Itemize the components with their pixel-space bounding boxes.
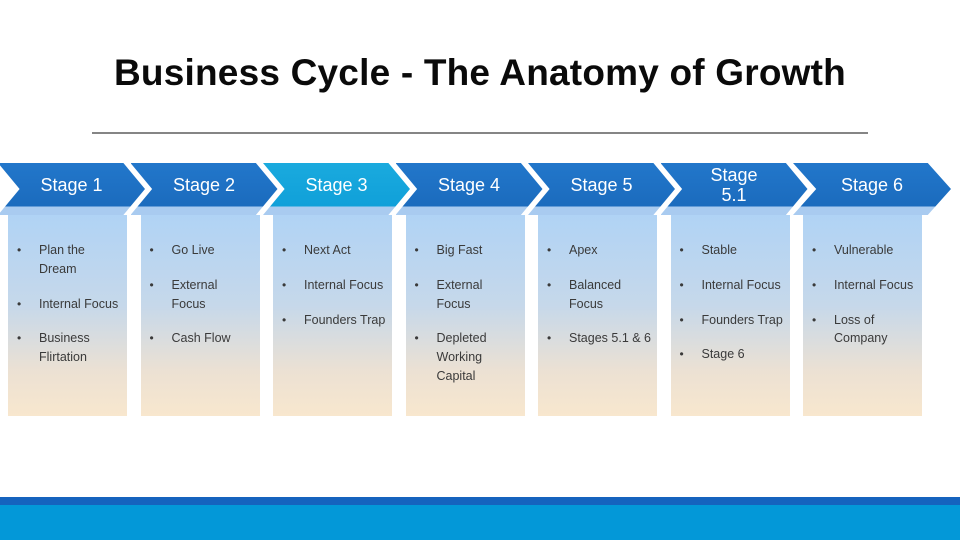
bullet-item: Stages 5.1 & 6 bbox=[547, 329, 652, 348]
stage-column-1: Plan the Dream Internal Focus Business F… bbox=[8, 215, 127, 416]
stage-arrow-3: Stage 3 bbox=[263, 163, 410, 215]
bullet-item: Stable bbox=[680, 241, 785, 260]
slide-title: Business Cycle - The Anatomy of Growth bbox=[114, 52, 846, 93]
bullet-item: Big Fast bbox=[415, 241, 520, 260]
stage-arrow-label: Stage 5.1 bbox=[710, 165, 758, 205]
stage-arrow-2: Stage 2 bbox=[130, 163, 278, 215]
footer-bar bbox=[0, 505, 960, 540]
stage-arrow-5: Stage 5 bbox=[528, 163, 675, 215]
stage-column-5-1: Stable Internal Focus Founders Trap Stag… bbox=[670, 215, 790, 416]
bullet-item: Founders Trap bbox=[282, 311, 387, 330]
stage-arrow-label: Stage 5 bbox=[570, 174, 633, 195]
bullet-item: Balanced Focus bbox=[547, 276, 652, 314]
bullet-item: Depleted Working Capital bbox=[415, 329, 520, 385]
bullet-item: Internal Focus bbox=[680, 276, 785, 295]
stage-arrow-6: Stage 6 bbox=[793, 163, 951, 215]
bullet-item: Vulnerable bbox=[812, 241, 917, 260]
bullet-item: Stage 6 bbox=[680, 345, 785, 364]
bullet-item: Cash Flow bbox=[150, 329, 255, 348]
stage-arrow-4: Stage 4 bbox=[395, 163, 543, 215]
bullet-item: Go Live bbox=[150, 241, 255, 260]
bullet-item: Founders Trap bbox=[680, 311, 785, 330]
bullet-list: Vulnerable Internal Focus Loss of Compan… bbox=[803, 215, 922, 348]
stage-arrow-label: Stage 4 bbox=[437, 174, 501, 195]
bullet-list: Big Fast External Focus Depleted Working… bbox=[406, 215, 525, 386]
title-divider bbox=[92, 132, 868, 134]
bullet-item: Loss of Company bbox=[812, 311, 917, 349]
stage-column-3: Next Act Internal Focus Founders Trap bbox=[273, 215, 392, 416]
bullet-item: Internal Focus bbox=[282, 276, 387, 295]
stage-arrow-label: Stage 3 bbox=[305, 174, 368, 195]
bullet-list: Stable Internal Focus Founders Trap Stag… bbox=[671, 215, 790, 364]
stage-arrow-label: Stage 1 bbox=[40, 174, 103, 195]
footer-accent-bar bbox=[0, 497, 960, 505]
stage-arrow-5-1: Stage 5.1 bbox=[660, 163, 808, 215]
bullet-item: Internal Focus bbox=[17, 295, 122, 314]
bullet-list: Go Live External Focus Cash Flow bbox=[141, 215, 260, 348]
bullet-item: Apex bbox=[547, 241, 652, 260]
bullet-item: Internal Focus bbox=[812, 276, 917, 295]
stage-column-4: Big Fast External Focus Depleted Working… bbox=[405, 215, 525, 416]
bullet-item: Business Flirtation bbox=[17, 329, 122, 367]
stage-column-6: Vulnerable Internal Focus Loss of Compan… bbox=[803, 215, 922, 416]
bullet-item: Next Act bbox=[282, 241, 387, 260]
stage-arrow-1: Stage 1 bbox=[0, 163, 145, 215]
stage-column-2: Go Live External Focus Cash Flow bbox=[140, 215, 260, 416]
bullet-list: Next Act Internal Focus Founders Trap bbox=[273, 215, 392, 329]
stage-arrow-label: Stage 2 bbox=[172, 174, 236, 195]
stage-column-5: Apex Balanced Focus Stages 5.1 & 6 bbox=[538, 215, 657, 416]
bullet-item: External Focus bbox=[150, 276, 255, 314]
bullet-list: Apex Balanced Focus Stages 5.1 & 6 bbox=[538, 215, 657, 348]
bullet-list: Plan the Dream Internal Focus Business F… bbox=[8, 215, 127, 367]
bullet-item: Plan the Dream bbox=[17, 241, 122, 279]
stage-arrow-label: Stage 6 bbox=[840, 174, 904, 195]
bullet-item: External Focus bbox=[415, 276, 520, 314]
